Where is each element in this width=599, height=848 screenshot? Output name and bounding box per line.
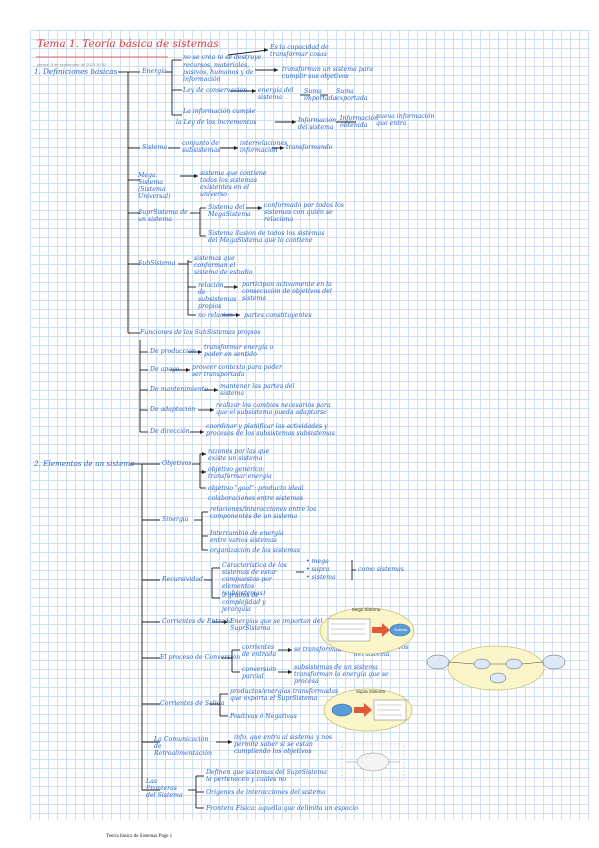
fr2: Orígenes de interacciones del sistema bbox=[206, 789, 326, 796]
suma-importada: Suma importada bbox=[304, 88, 337, 102]
sub-no-relacion: no relacion bbox=[198, 312, 234, 319]
node-proceso: El proceso de Conversión bbox=[160, 654, 241, 661]
obj3: objetivo "goal": producto ideal bbox=[208, 485, 304, 492]
suprasistema-diagram bbox=[323, 688, 413, 732]
node-objetivos: Objetivos bbox=[162, 460, 192, 467]
proc2b: subsistemas de un sistema transforman la… bbox=[294, 664, 389, 685]
interaction-diagram bbox=[426, 645, 566, 691]
node-sistema: Sistema bbox=[142, 144, 168, 151]
func-produccion: De producción bbox=[150, 348, 196, 355]
sistema-conjunto: conjunto de subsistemas bbox=[182, 140, 221, 154]
node-megasistema: Mega Sistema (Sistema Universal) bbox=[138, 172, 171, 200]
func-direccion-desc: coordinar y planificar las actividades y… bbox=[206, 423, 335, 437]
node-recursividad: Recursividad bbox=[162, 576, 203, 583]
func-direccion: De dirección bbox=[150, 428, 190, 435]
node-corrientes-entrada: Corrientes de Entrada bbox=[162, 618, 233, 625]
cs2: Positivas ó Negativas bbox=[230, 713, 297, 720]
sistema-interrelaciones: interrelaciones información bbox=[240, 140, 288, 154]
node-energia: Energía bbox=[142, 68, 167, 75]
func-produccion-desc: transformar energía o poder en sentido bbox=[204, 344, 274, 358]
rec-a: • mega bbox=[306, 558, 329, 565]
energia-transforma: Es la capacidad de transformar cosas bbox=[270, 44, 329, 58]
cs1: productos/energías transformadas que exp… bbox=[230, 688, 339, 702]
sin2: Intercambio de energía entre varios sist… bbox=[210, 530, 284, 544]
node-sinergia: Sinergia bbox=[162, 516, 189, 523]
nueva-info: nueva información que entra bbox=[376, 113, 435, 127]
megasistema-diagram bbox=[319, 607, 415, 655]
ce-desc: Energías que se importan del SuprSistema bbox=[230, 618, 323, 632]
suma-exportada: Suma exportada bbox=[336, 88, 368, 102]
energia-del-sistema: energía del sistema bbox=[258, 87, 294, 101]
proc2: conversión parcial bbox=[242, 666, 277, 680]
sub-partes: partes constituyentes bbox=[244, 312, 312, 319]
grid-paper bbox=[30, 30, 590, 820]
rec-c: • sistema bbox=[306, 574, 336, 581]
supra-desc1: Sistema del MegaSistema bbox=[208, 204, 251, 218]
energia-no-crea: no se crea ni se destruye bbox=[183, 54, 262, 61]
supra-desc2: Sistema ilusión de todos los sistemas de… bbox=[208, 230, 325, 244]
func-mantenimiento-desc: mantener las partes del sistema bbox=[220, 383, 295, 397]
com-desc: info. que entra al sistema y nos permite… bbox=[234, 734, 333, 755]
energia-recursos: recursos, materiales, pasivos, humanos y… bbox=[183, 62, 254, 83]
diagram1-title: Mega Sistema bbox=[352, 607, 381, 612]
node-subsistema: SubSistema bbox=[138, 260, 176, 267]
node-funciones: Funciones de los SubSistemas propios bbox=[140, 329, 261, 336]
informacion-cumple: La información cumple bbox=[183, 108, 256, 115]
func-mantenimiento: De mantenimiento bbox=[150, 386, 208, 393]
rec-d: como sistemas bbox=[358, 566, 404, 573]
func-apoyo-desc: proveer contexto para poder ser transpor… bbox=[192, 364, 282, 378]
sub-relacion: relación de subsistemas propios bbox=[198, 282, 237, 310]
page-date: jueves, 9 de septiembre de 2021 10:32 bbox=[37, 62, 107, 67]
feedback-sketch bbox=[341, 743, 405, 781]
proc1: corrientes de entrada bbox=[242, 644, 277, 658]
fr1: Definen que sistemas del SuprSistema le … bbox=[206, 769, 327, 783]
node-suprasistema: SuprSistema de un sistema bbox=[138, 209, 188, 223]
node-fronteras: Las Fronteras del Sistema bbox=[146, 778, 183, 799]
func-adaptacion: De adaptación bbox=[150, 406, 196, 413]
sin1: relaciones/interacciones entre los compo… bbox=[210, 506, 317, 520]
page-title: Tema 1. Teoría básica de sistemas bbox=[37, 38, 219, 50]
node-comunicacion: La Comunicación de Retroalimentación bbox=[154, 736, 212, 757]
sin3: organización de los sistemas bbox=[210, 547, 301, 554]
ley-incrementos: la Ley de los incrementos bbox=[176, 119, 257, 126]
proc1b: se transforman bbox=[294, 646, 342, 653]
obj1: razones por las que existe un sistema bbox=[208, 448, 270, 462]
func-apoyo: De apoyo bbox=[150, 366, 180, 373]
sistema-transformando: transformando bbox=[286, 144, 333, 151]
info-sistema: Información del sistema bbox=[298, 117, 337, 131]
sub-desc: sistemas que conforman el sistema de est… bbox=[194, 255, 253, 276]
energia-transforman: transforman un sistema para cumplir sus … bbox=[282, 66, 374, 80]
rec1: Característica de los sistemas de estar … bbox=[222, 562, 287, 597]
func-adaptacion-desc: realizar los cambios necesarios para que… bbox=[216, 402, 331, 416]
page-footer: Teoría básica de Sistemas Page 1 bbox=[106, 834, 173, 839]
obj2: objetivo genérico: transformar energía bbox=[208, 466, 272, 480]
rec2: 3 grados de complejidad y jerarquía bbox=[222, 592, 266, 613]
obj4: colaboraciones entre sistemas bbox=[208, 495, 304, 502]
rec-b: • supra bbox=[306, 566, 330, 573]
sub-participan: participan activamente en la consecución… bbox=[242, 281, 332, 302]
fr3: Frontera Física: aquella que delimita un… bbox=[206, 805, 359, 812]
ley-conservacion: Ley de conservación bbox=[183, 87, 248, 94]
node-corrientes-salida: Corrientes de Salida bbox=[160, 700, 225, 707]
diagram3-title: Supra Sistema bbox=[356, 689, 385, 694]
info-obtenida: Información obtenida bbox=[340, 115, 379, 129]
section2-heading: 2. Elementos de un sistema bbox=[34, 459, 135, 468]
megasistema-desc: sistema que contiene todos los sistemas … bbox=[200, 170, 267, 198]
supra-desc1b: conformado por todos los sistemas con qu… bbox=[264, 202, 344, 223]
diagram1-node: Sistema bbox=[394, 628, 407, 632]
section1-heading: 1. Definiciones básicas bbox=[34, 67, 118, 76]
